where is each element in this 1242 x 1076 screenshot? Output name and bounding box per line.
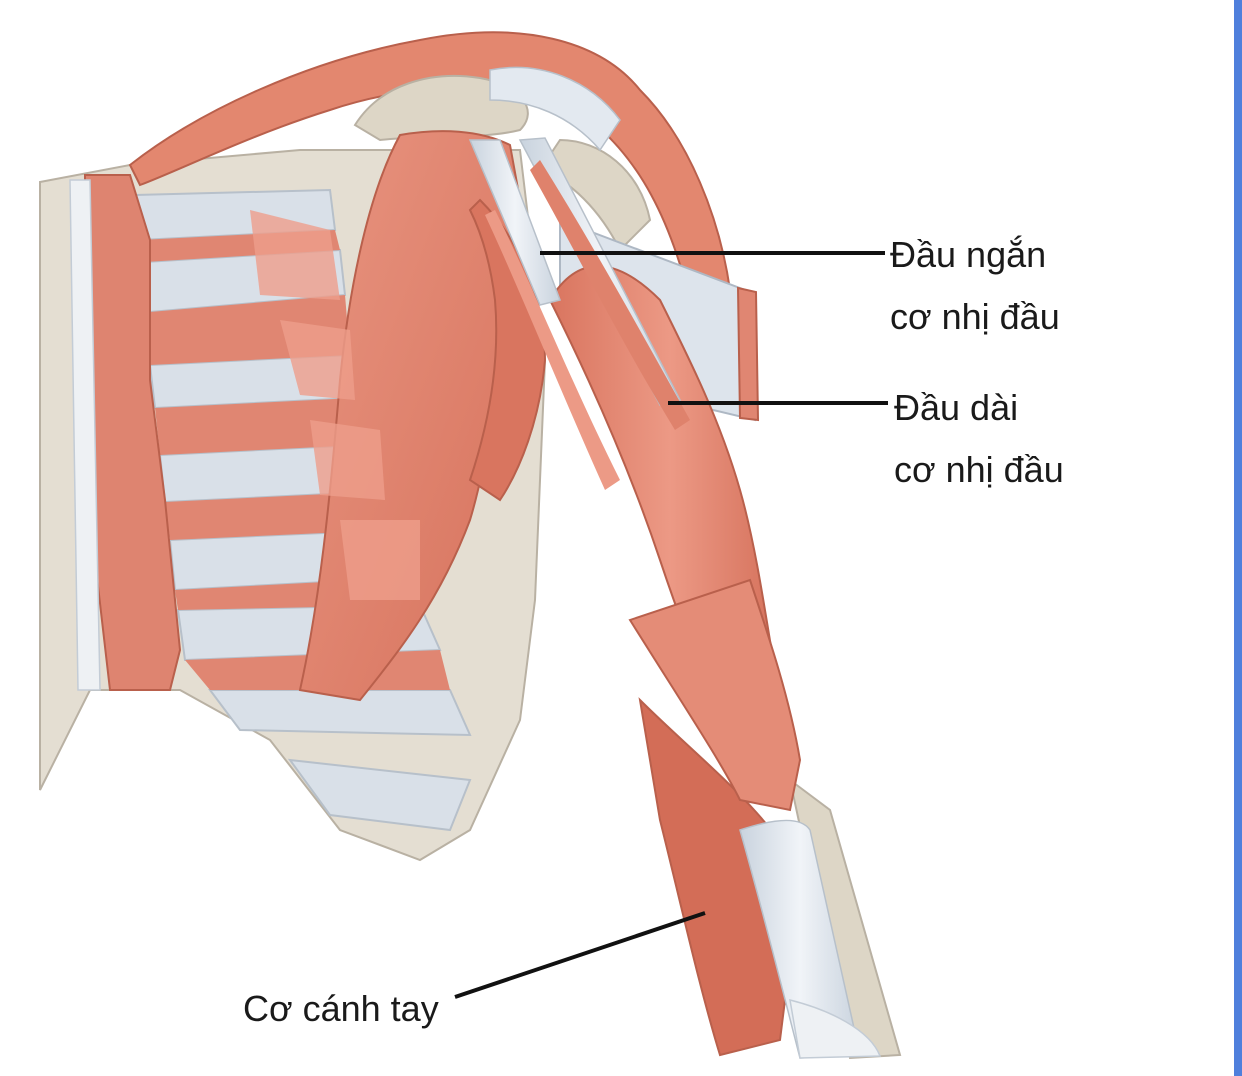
- serratus-fibers: [340, 520, 420, 600]
- short-head-band: [485, 210, 620, 490]
- leader-line-brachialis: [454, 911, 706, 999]
- shoulder-tendon: [489, 66, 621, 152]
- cut-tendon-end: [736, 286, 760, 422]
- label-short-head-biceps: Đầu ngắn cơ nhị đầu: [890, 224, 1060, 348]
- biceps-short-head-tendon: [468, 139, 561, 306]
- label-long-head-line2: cơ nhị đầu: [894, 449, 1064, 490]
- label-brachialis: Cơ cánh tay: [243, 978, 439, 1040]
- intercostal-muscle: [155, 398, 360, 455]
- serratus-fibers: [280, 320, 355, 400]
- elbow-tendon: [789, 998, 882, 1059]
- long-head-band: [530, 160, 690, 430]
- rib: [287, 758, 472, 832]
- coracobrachialis: [468, 198, 547, 502]
- distal-tendon: [739, 819, 861, 1059]
- pectoral-muscle: [250, 130, 547, 702]
- label-short-head-line1: Đầu ngắn: [890, 234, 1047, 275]
- label-short-head-line2: cơ nhị đầu: [890, 296, 1060, 337]
- sternum-fibers: [69, 179, 101, 691]
- serratus-fibers: [250, 210, 340, 300]
- label-brachialis-text: Cơ cánh tay: [243, 988, 439, 1029]
- label-long-head-biceps: Đầu dài cơ nhị đầu: [894, 377, 1064, 501]
- leader-lines: [454, 251, 888, 999]
- right-edge-bar: [1234, 0, 1242, 1076]
- serratus-fibers: [310, 420, 385, 500]
- sternum: [69, 174, 182, 691]
- biceps-lower: [628, 578, 802, 812]
- brachialis-muscle: [638, 697, 802, 1057]
- arm: [468, 137, 902, 1060]
- label-long-head-line1: Đầu dài: [894, 387, 1019, 428]
